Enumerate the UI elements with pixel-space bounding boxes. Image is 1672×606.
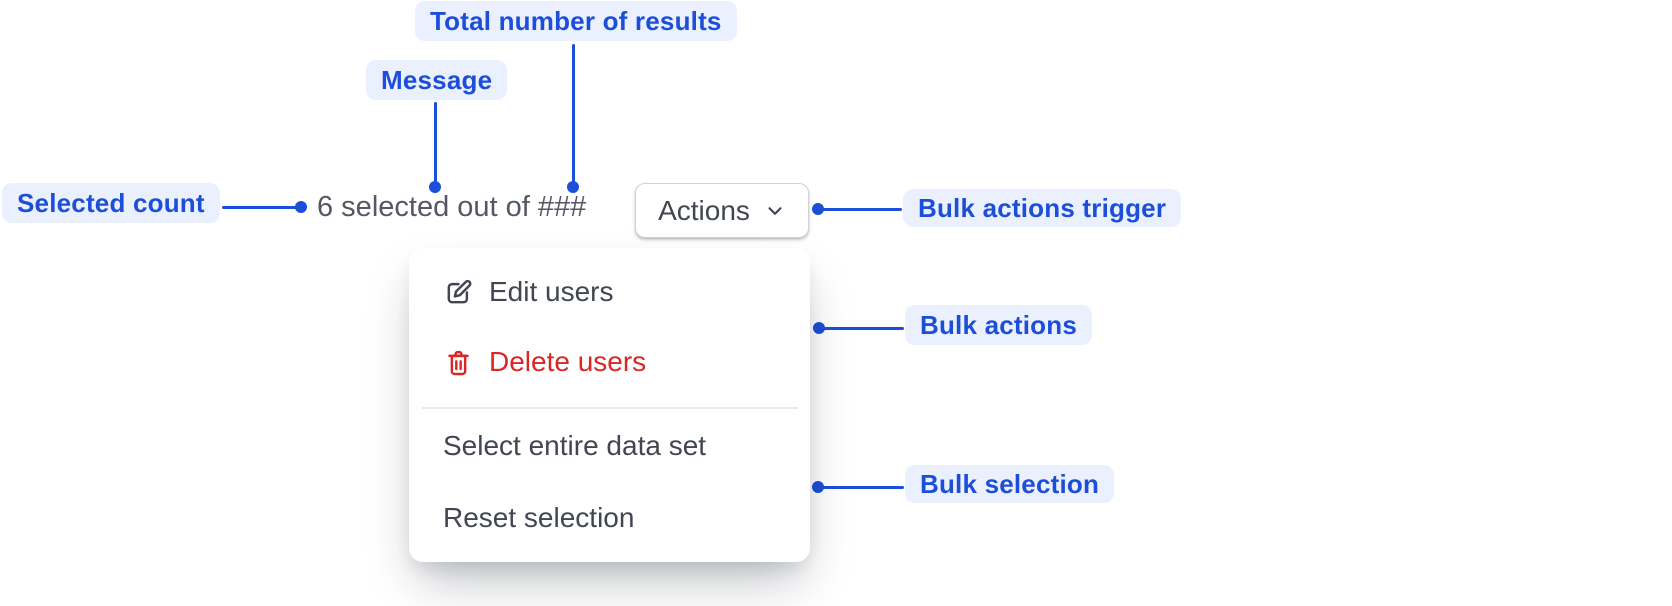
trash-icon bbox=[442, 346, 474, 378]
selected-count-message: 6 selected out of ### bbox=[317, 191, 587, 223]
annotation-chip-bulk-selection: Bulk selection bbox=[905, 465, 1115, 503]
annotation-chip-bulk-actions-trigger: Bulk actions trigger bbox=[903, 189, 1182, 227]
annotation-label: Bulk selection bbox=[920, 468, 1100, 499]
connector-line-total-results bbox=[572, 44, 575, 187]
menu-item-label: Edit users bbox=[489, 276, 614, 307]
menu-divider bbox=[422, 407, 798, 409]
annotation-label: Bulk actions bbox=[920, 309, 1077, 340]
connector-line-bulk-actions bbox=[819, 327, 904, 330]
connector-line-message bbox=[434, 102, 437, 187]
connector-line-selected-count bbox=[222, 206, 301, 209]
annotation-label: Bulk actions trigger bbox=[918, 192, 1167, 223]
annotation-chip-total-results: Total number of results bbox=[415, 1, 737, 41]
edit-icon bbox=[442, 276, 474, 308]
connector-dot-message bbox=[429, 181, 441, 193]
annotation-label: Total number of results bbox=[430, 5, 722, 36]
menu-item-delete-users[interactable]: Delete users bbox=[409, 334, 810, 390]
connector-dot-total-results bbox=[567, 181, 579, 193]
connector-dot-bulk-actions-trigger bbox=[812, 203, 824, 215]
annotation-label: Message bbox=[381, 64, 493, 95]
bulk-actions-trigger-button[interactable]: Actions bbox=[635, 183, 809, 238]
annotation-chip-selected-count: Selected count bbox=[2, 183, 220, 223]
menu-item-label: Delete users bbox=[489, 346, 647, 377]
menu-item-label: Select entire data set bbox=[443, 430, 707, 461]
chevron-down-icon bbox=[764, 200, 786, 222]
menu-item-select-entire-data-set[interactable]: Select entire data set bbox=[409, 418, 810, 474]
connector-dot-bulk-selection bbox=[812, 481, 824, 493]
menu-item-edit-users[interactable]: Edit users bbox=[409, 264, 810, 320]
actions-button-label: Actions bbox=[658, 194, 750, 226]
annotation-chip-message: Message bbox=[366, 60, 508, 100]
connector-dot-bulk-actions bbox=[813, 322, 825, 334]
connector-line-bulk-actions-trigger bbox=[818, 208, 902, 211]
annotation-label: Selected count bbox=[17, 187, 205, 218]
bulk-actions-menu: Edit users Delete users Select entire da… bbox=[409, 248, 810, 562]
connector-dot-selected-count bbox=[295, 201, 307, 213]
menu-item-label: Reset selection bbox=[443, 502, 635, 533]
connector-line-bulk-selection bbox=[818, 486, 904, 489]
annotation-chip-bulk-actions: Bulk actions bbox=[905, 305, 1092, 345]
menu-item-reset-selection[interactable]: Reset selection bbox=[409, 490, 810, 546]
